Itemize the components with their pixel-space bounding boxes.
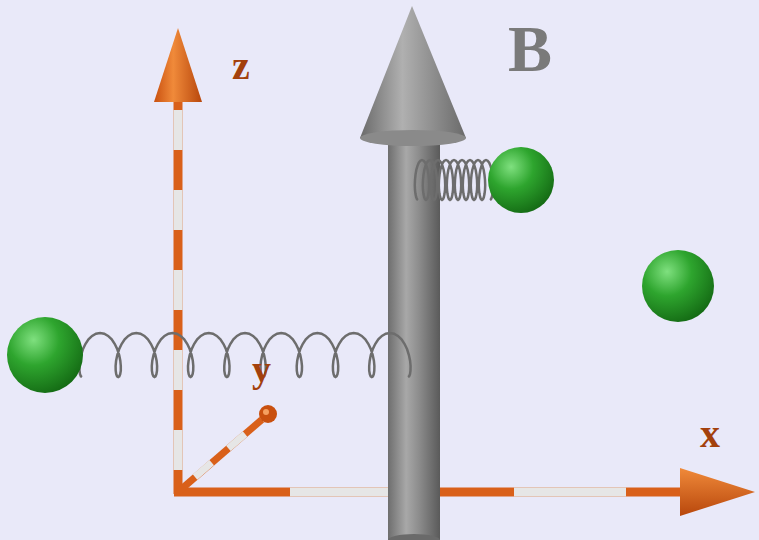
spring [415, 160, 493, 200]
axis-label: x [700, 414, 720, 454]
mass-ball [488, 147, 554, 213]
mass-ball [7, 317, 83, 393]
spring [79, 333, 410, 377]
z-axis [154, 28, 202, 494]
axis-label: B [508, 16, 552, 82]
x-axis [174, 468, 755, 516]
mass-ball [642, 250, 714, 322]
y-axis [178, 405, 277, 492]
field-arrow [360, 6, 466, 540]
axis-label: y [252, 350, 271, 388]
axis-label: z [232, 46, 250, 86]
